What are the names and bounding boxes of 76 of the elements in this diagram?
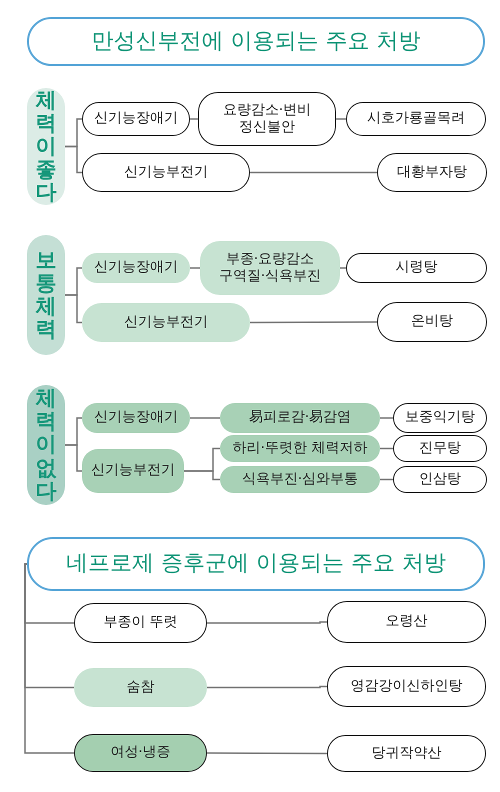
node-label: 신기능장애기 xyxy=(93,259,179,277)
node-label: 신기능장애기 xyxy=(93,409,179,427)
connector-line xyxy=(380,478,393,480)
node-label: 부종·요량감소 구역질·식욕부진 xyxy=(218,250,322,286)
prescription-box xyxy=(327,601,486,643)
connector-line xyxy=(24,563,74,754)
stage-box xyxy=(82,153,250,192)
stage-box xyxy=(82,303,250,342)
node-label: 인삼탕 xyxy=(418,470,462,488)
node-label: 네프로제 증후군에 이용되는 주요 처방 xyxy=(65,550,447,578)
node-label: 신기능부전기 xyxy=(123,314,209,332)
node-label: 신기능장애기 xyxy=(93,110,179,128)
symptom-box xyxy=(74,603,207,643)
stage-box xyxy=(82,403,190,433)
title-banner xyxy=(27,17,485,66)
node-label: 신기능부전기 xyxy=(123,164,209,182)
category-pill xyxy=(27,88,65,205)
node-label: 오령산 xyxy=(384,613,428,631)
connector-line xyxy=(190,118,198,120)
node-label: 부종이 뚜렷 xyxy=(102,614,179,632)
prescription-box xyxy=(346,253,487,283)
node-label: 시호가룡골목려 xyxy=(366,110,466,128)
prescription-box xyxy=(377,302,487,342)
prescription-box xyxy=(393,435,487,462)
symptom-box xyxy=(74,668,207,707)
connector-line xyxy=(65,444,82,472)
prescription-box xyxy=(393,403,487,433)
connector-line xyxy=(207,752,327,754)
prescription-box xyxy=(393,466,487,493)
connector-line xyxy=(65,146,82,174)
node-label: 易피로감·易감염 xyxy=(248,409,352,427)
connector-line xyxy=(184,470,220,480)
node-label: 대황부자탕 xyxy=(396,164,468,182)
title-banner xyxy=(27,537,485,591)
prescription-box xyxy=(346,102,486,136)
symptom-box xyxy=(220,403,380,433)
connector-line xyxy=(380,417,393,419)
prescription-box xyxy=(327,735,486,772)
symptom-box xyxy=(220,435,380,462)
connector-line xyxy=(190,417,220,419)
node-label: 만성신부전에 이용되는 주요 처방 xyxy=(90,28,422,56)
node-label: 체력이 없다 xyxy=(36,387,56,503)
stage-box xyxy=(82,449,184,493)
node-label: 온비탕 xyxy=(410,313,454,331)
node-label: 시령탕 xyxy=(394,259,438,277)
node-label: 신기능부전기 xyxy=(90,462,176,480)
node-label: 하리·뚜렷한 체력저하 xyxy=(232,440,368,458)
node-label: 요량감소·변비 정신불안 xyxy=(222,102,312,136)
symptom-box xyxy=(200,241,340,295)
stage-box xyxy=(82,102,190,136)
node-label: 보통 체력 xyxy=(36,248,56,342)
connector-line xyxy=(340,267,346,269)
connector-line xyxy=(380,448,393,450)
node-label: 보중익기탕 xyxy=(404,409,476,427)
node-label: 여성·냉증 xyxy=(109,744,172,762)
category-pill xyxy=(27,385,65,505)
connector-line xyxy=(65,294,82,324)
connector-line xyxy=(250,321,377,324)
connector-line xyxy=(336,118,346,120)
symptom-box xyxy=(220,466,380,493)
node-label: 숨참 xyxy=(126,678,156,696)
connector-line xyxy=(190,267,200,269)
connector-line xyxy=(207,686,327,688)
connector-line xyxy=(250,172,377,174)
node-label: 영감강이신하인탕 xyxy=(350,678,464,696)
prescription-box xyxy=(327,666,486,707)
category-pill xyxy=(27,235,65,355)
node-label: 식욕부진·심와부통 xyxy=(240,470,360,488)
connector-line xyxy=(207,621,327,624)
prescription-box xyxy=(377,153,487,192)
symptom-box xyxy=(198,92,336,146)
stage-box xyxy=(82,253,190,283)
node-label: 진무탕 xyxy=(418,440,462,458)
symptom-box xyxy=(74,734,207,772)
node-label: 체력이 좋다 xyxy=(36,88,56,204)
node-label: 당귀작약산 xyxy=(370,744,442,762)
